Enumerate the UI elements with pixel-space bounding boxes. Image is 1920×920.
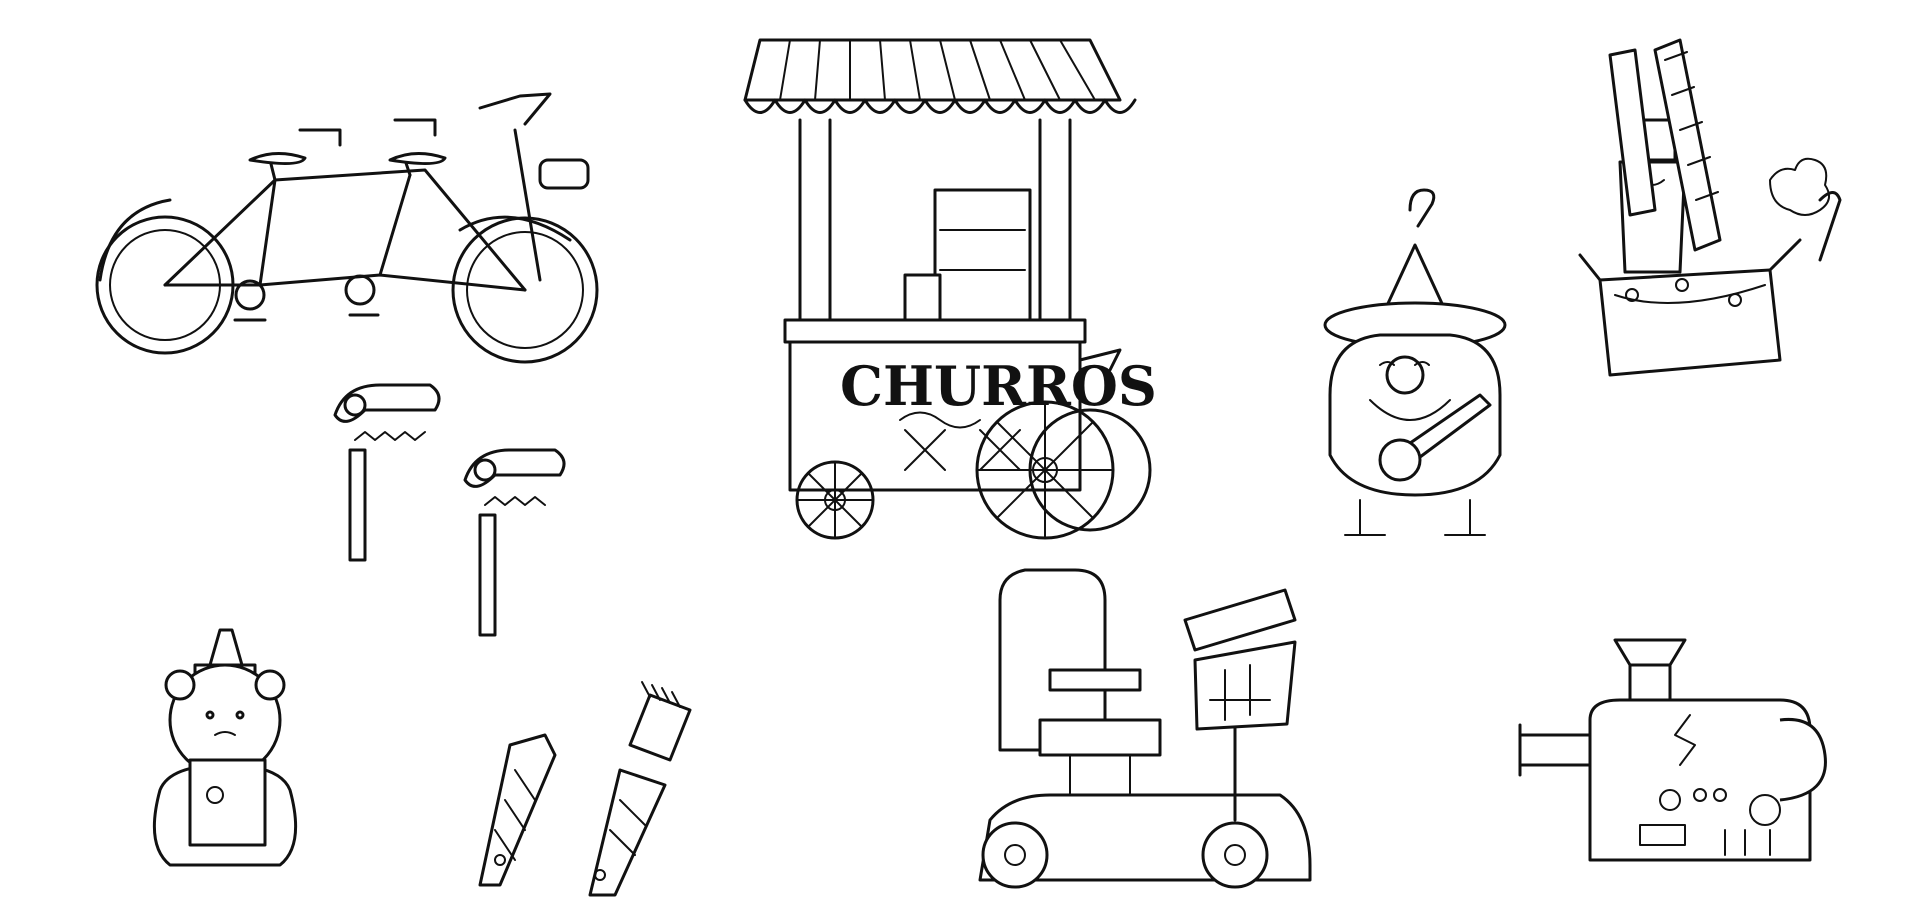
holiday-box-icon bbox=[1578, 38, 1842, 377]
gator-grabber-icon bbox=[333, 383, 566, 637]
tandem-bicycle-icon bbox=[95, 92, 599, 364]
comb-knife-icon bbox=[478, 681, 692, 897]
cart-sign: CHURROS bbox=[840, 354, 1157, 418]
meat-grinder-machine-icon bbox=[1518, 638, 1827, 862]
hanging-gnome-ornament-icon bbox=[1323, 188, 1507, 536]
churro-cart-icon: CHURROS bbox=[743, 38, 1157, 540]
bear-honey-bottle-icon bbox=[152, 628, 298, 867]
mobility-scooter-icon bbox=[978, 568, 1312, 889]
